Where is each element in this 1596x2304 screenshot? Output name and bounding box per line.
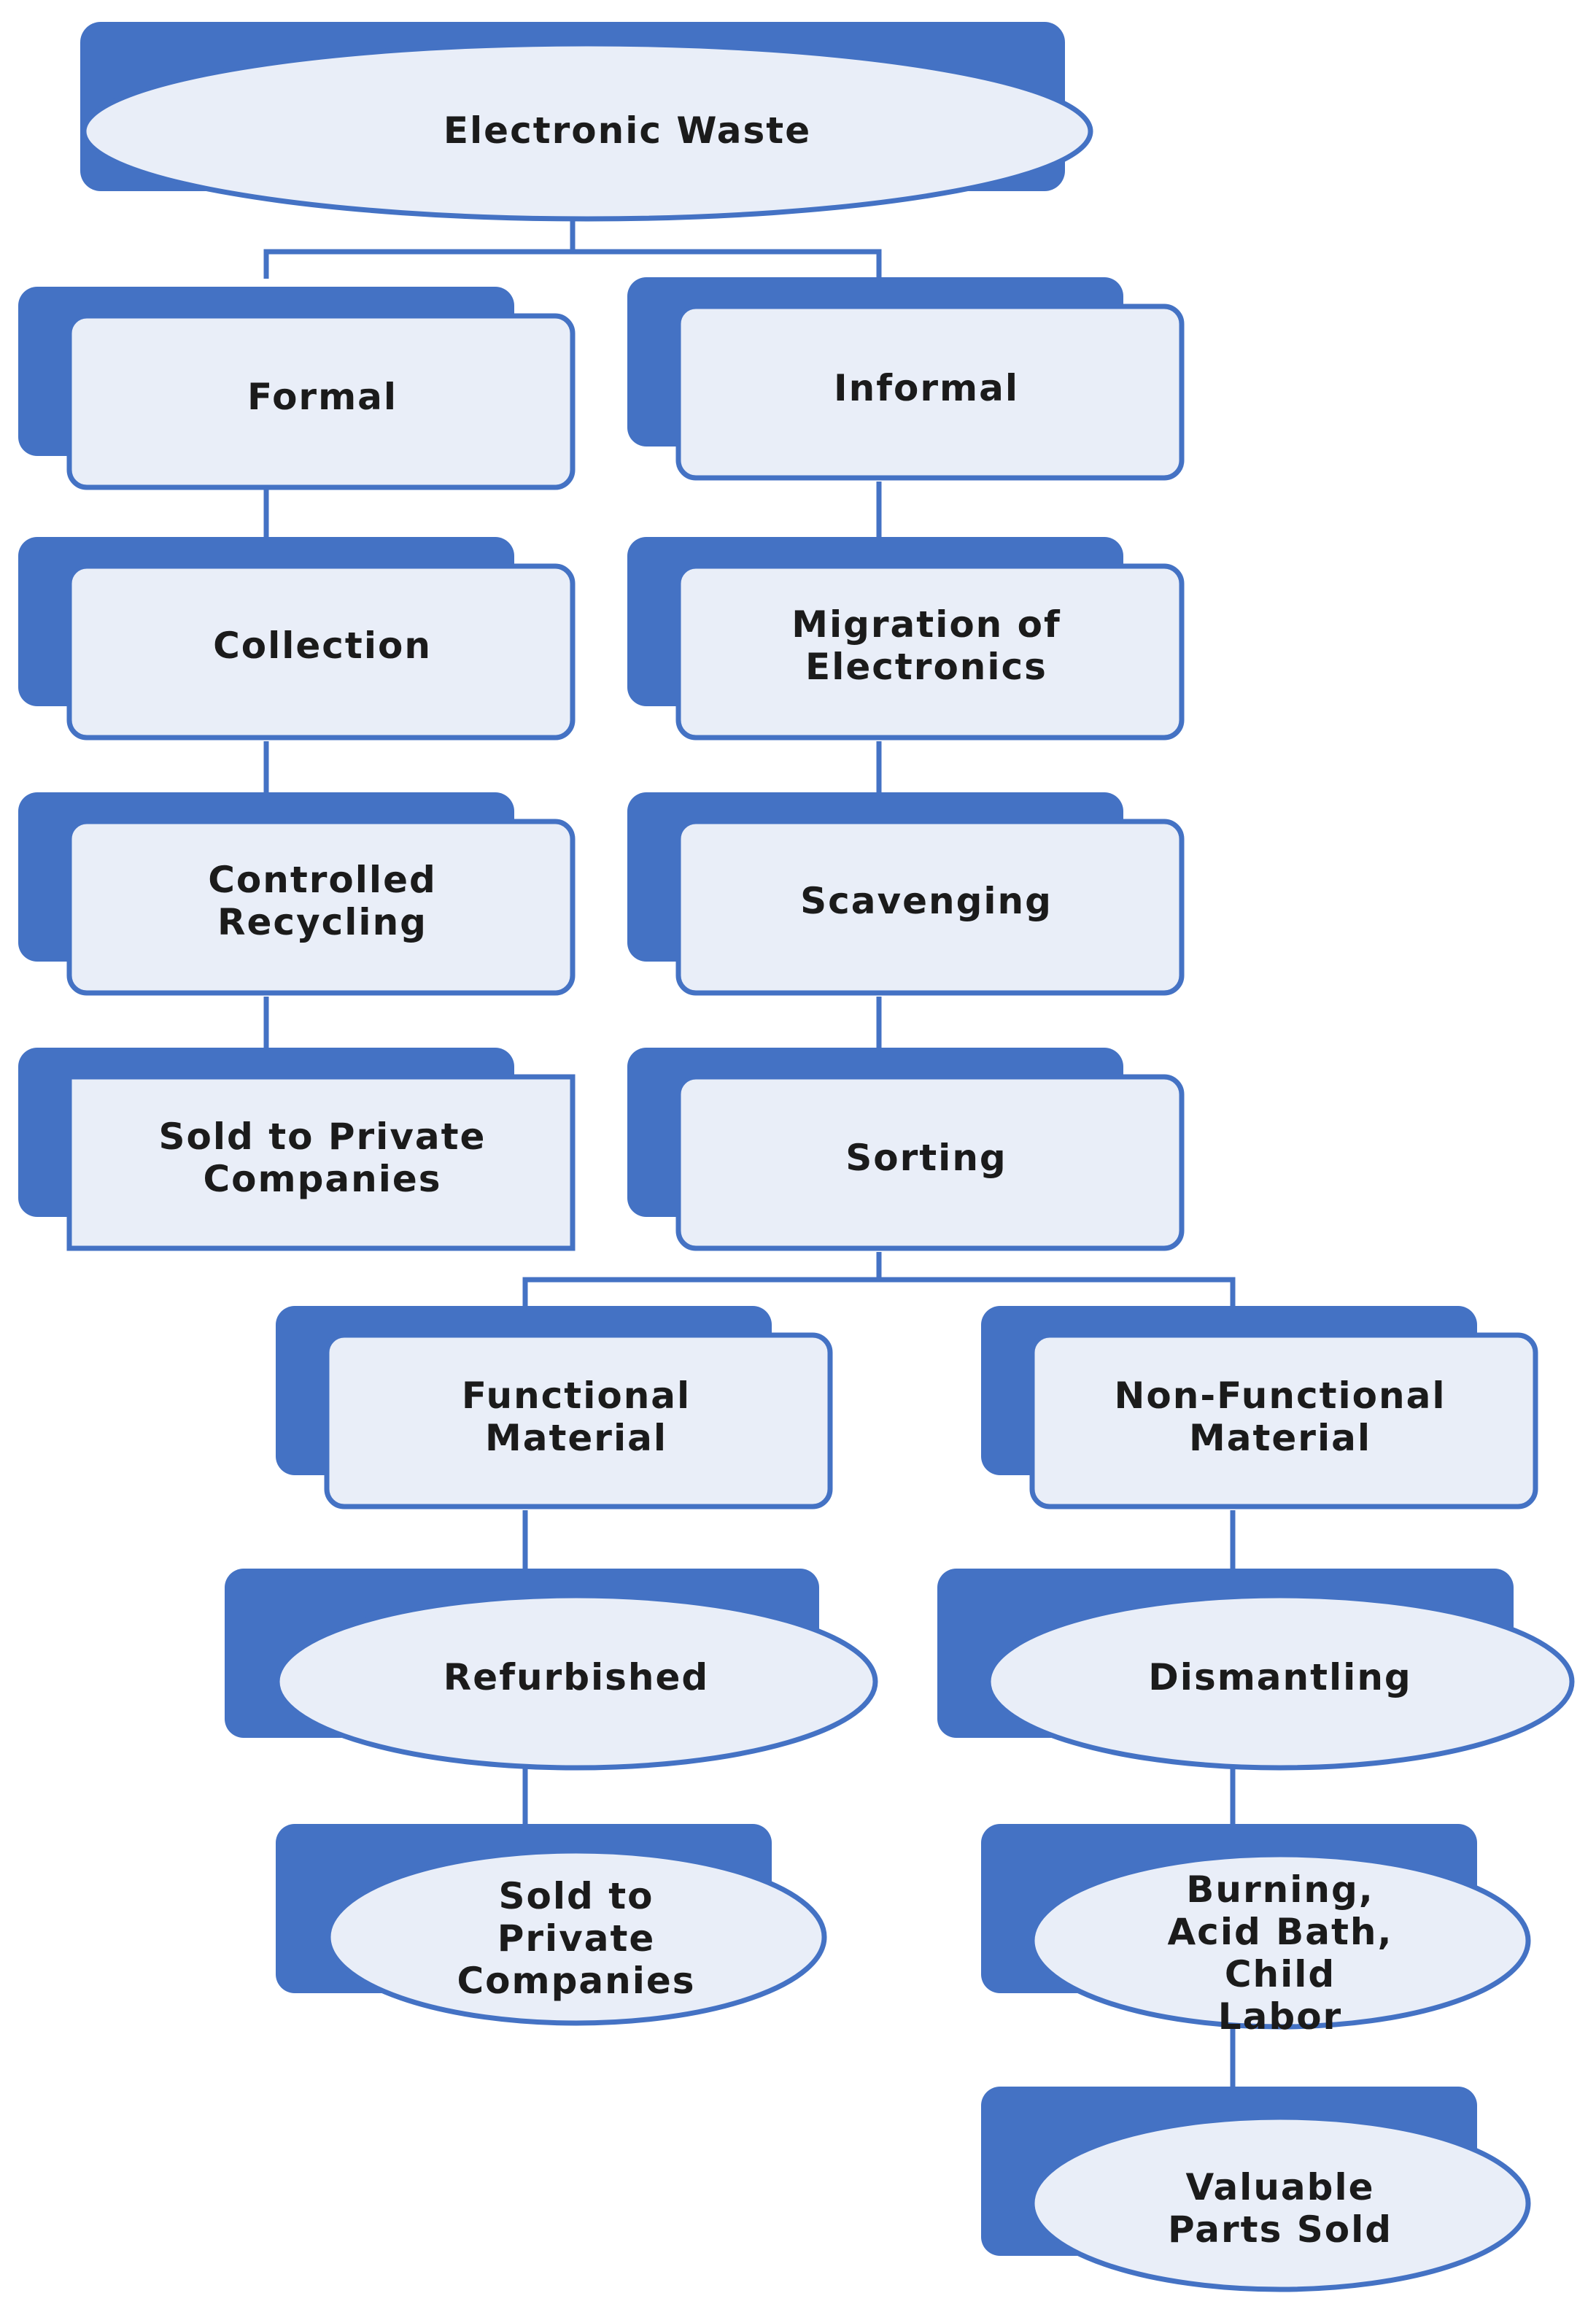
node-label-line: Material (485, 1417, 667, 1459)
node-label: Refurbished (443, 1656, 709, 1698)
node-label-line: Collection (213, 625, 432, 667)
node-label-line: Recycling (217, 901, 427, 943)
node-label: Sorting (845, 1137, 1007, 1179)
node-label-line: Refurbished (443, 1656, 709, 1698)
node-label: Scavenging (800, 880, 1053, 922)
node-label-line: Child (1225, 1953, 1336, 1995)
node-label: Dismantling (1148, 1656, 1411, 1698)
node-label-line: Parts Sold (1168, 2208, 1392, 2251)
node-label-line: Private (497, 1917, 656, 1960)
node-label-line: Non-Functional (1115, 1375, 1446, 1417)
node-label-line: Informal (834, 367, 1019, 409)
connector-sorting-split (522, 1252, 1236, 1306)
node-label-line: Controlled (208, 859, 437, 901)
node-label-line: Material (1189, 1417, 1371, 1459)
node-label-line: Formal (247, 376, 398, 418)
node-formal: Formal (18, 287, 576, 490)
node-sorting: Sorting (627, 1048, 1185, 1251)
node-label-line: Sorting (845, 1137, 1007, 1179)
connectors (263, 219, 1236, 2087)
node-label-line: Migration of (791, 603, 1061, 646)
node-label-line: Dismantling (1148, 1656, 1411, 1698)
node-label-line: Electronic Waste (443, 109, 811, 152)
node-label-line: Valuable (1185, 2166, 1374, 2208)
node-label-line: Companies (457, 1960, 695, 2002)
node-label-line: Burning, (1186, 1868, 1374, 1911)
node-refurbished: Refurbished (225, 1569, 878, 1771)
node-informal: Informal (627, 277, 1185, 481)
node-label-line: Sold to Private (159, 1116, 487, 1158)
node-label: Collection (213, 625, 432, 667)
node-label: Electronic Waste (443, 109, 811, 152)
node-label-line: Sold to (499, 1875, 654, 1917)
node-dismantling: Dismantling (937, 1569, 1575, 1771)
connector-root-split (263, 219, 882, 279)
node-label-line: Electronics (805, 646, 1047, 688)
node-label-line: Scavenging (800, 880, 1053, 922)
node-label: Formal (247, 376, 398, 418)
node-label-line: Functional (462, 1375, 691, 1417)
node-label-line: Labor (1218, 1995, 1342, 2038)
node-label: Informal (834, 367, 1019, 409)
node-electronic-waste: Electronic Waste (80, 22, 1093, 222)
node-label-line: Companies (203, 1158, 441, 1200)
node-label-line: Acid Bath, (1167, 1911, 1392, 1953)
node-scavenging: Scavenging (627, 792, 1185, 996)
node-collection: Collection (18, 537, 576, 741)
